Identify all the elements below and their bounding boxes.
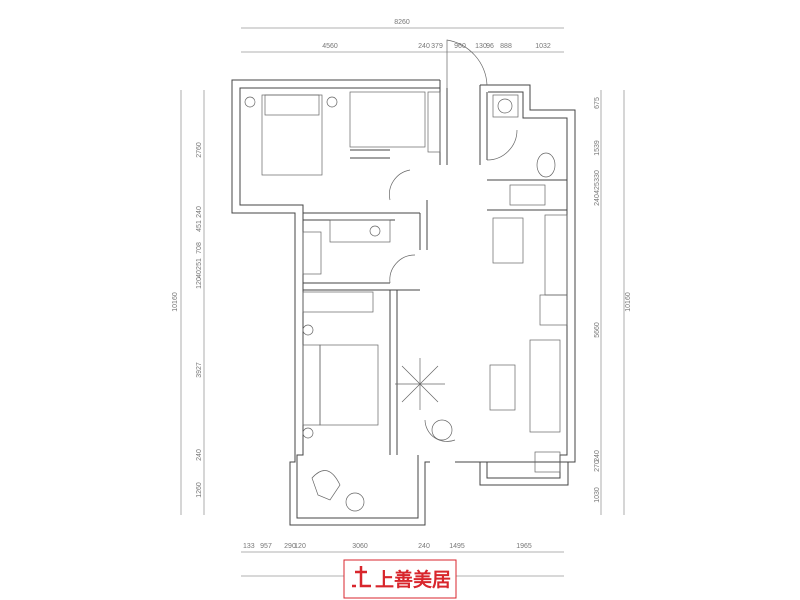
dim-label: 379 (431, 43, 443, 50)
dim-label: 130 (475, 43, 487, 50)
dim-label: 2760 (196, 142, 203, 158)
walls (231, 79, 576, 526)
dim-label: 1030 (594, 487, 601, 503)
chair-icon (311, 470, 341, 501)
dim-label: 240 (418, 43, 430, 50)
right-total: 10160 (625, 292, 632, 312)
plant-icon (534, 451, 561, 473)
dim-label: 96 (486, 43, 494, 50)
lamp-icon (244, 96, 256, 108)
left-total: 10160 (172, 292, 179, 312)
bed-icon (319, 344, 379, 426)
right-dimensions: 10160 675 1539 240 425 330 5660 270 240 … (594, 90, 632, 515)
brand-logo: 上善美居 (343, 559, 457, 599)
dim-label: 1260 (196, 482, 203, 498)
sofa-icon (529, 339, 561, 433)
wardrobe-icon (302, 291, 374, 313)
dim-label: 888 (500, 43, 512, 50)
dim-label: 290 (284, 543, 296, 550)
dim-label: 120 (294, 543, 306, 550)
toilet-icon (536, 152, 556, 178)
dining-table-icon (492, 217, 524, 264)
dim-label: 960 (454, 43, 466, 50)
bed-icon (261, 94, 323, 176)
dim-label: 133 (243, 543, 255, 550)
dim-label: 957 (260, 543, 272, 550)
washer-icon (492, 94, 519, 118)
lamp-icon (326, 96, 338, 108)
dim-label: 402 (196, 266, 203, 278)
dim-label: 240 (418, 543, 430, 550)
dim-label: 330 (594, 170, 601, 182)
dim-label: 240 (196, 206, 203, 218)
left-dimensions: 10160 2760 240 451 708 120 402 51 3927 2… (172, 90, 205, 515)
wardrobe-icon (349, 91, 426, 148)
top-dimensions: 8260 4560 240 379 960 130 96 888 1032 (241, 19, 564, 53)
dim-label: 1965 (516, 543, 532, 550)
dim-label: 1539 (594, 140, 601, 156)
top-total: 8260 (394, 19, 410, 26)
dim-label: 270 (594, 460, 601, 472)
cabinet-icon (544, 214, 568, 296)
dim-label: 3060 (352, 543, 368, 550)
furniture (244, 91, 568, 512)
dim-label: 5660 (594, 322, 601, 338)
coffee-table-icon (489, 364, 516, 411)
dim-label: 4560 (322, 43, 338, 50)
doors (389, 39, 518, 442)
logo-text: 上善美居 (375, 568, 451, 591)
sink-icon (302, 231, 322, 275)
dim-label: 708 (196, 242, 203, 254)
dim-label: 240 (594, 194, 601, 206)
basin-icon (509, 184, 546, 206)
dim-label: 120 (196, 277, 203, 289)
dim-label: 675 (594, 97, 601, 109)
dim-label: 1032 (535, 43, 551, 50)
stove-icon (329, 219, 391, 243)
dim-label: 451 (196, 220, 203, 232)
dim-label: 240 (594, 450, 601, 462)
table-icon (345, 492, 365, 512)
dim-label: 240 (196, 449, 203, 461)
dim-label: 425 (594, 182, 601, 194)
dim-label: 3927 (196, 362, 203, 378)
dim-label: 1495 (449, 543, 465, 550)
dim-label: 51 (196, 258, 203, 266)
